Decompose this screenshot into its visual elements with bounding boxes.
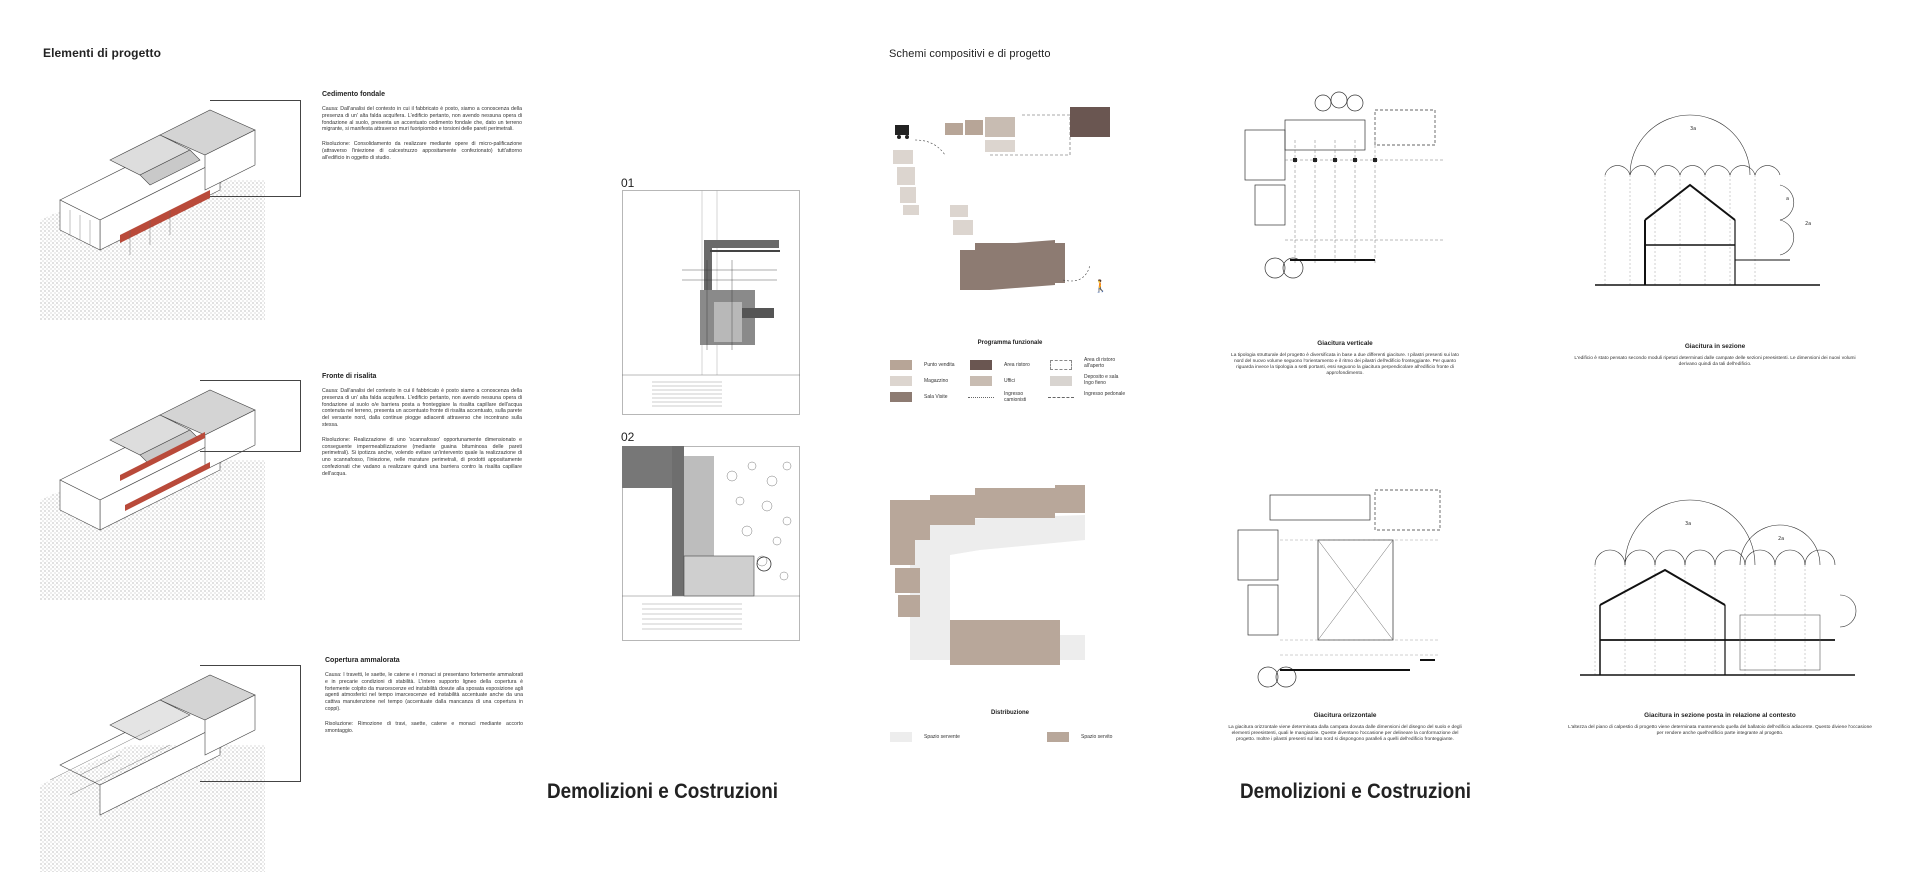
axonometric-drawing-3 bbox=[40, 674, 265, 872]
item-copertura: Copertura ammalorata Causa: I travetti, … bbox=[325, 657, 523, 734]
leader-line-2 bbox=[200, 380, 301, 452]
legend-label: Deposito e sala Ingo fieno bbox=[1084, 374, 1119, 386]
legend-label: Punto vendita bbox=[924, 362, 955, 368]
legend-label: Magazzino bbox=[924, 378, 949, 384]
item-fronte: Fronte di risalita Causa: Dall'analisi d… bbox=[322, 373, 522, 478]
legend-swatch bbox=[1050, 360, 1072, 370]
leader-line-1 bbox=[210, 100, 301, 197]
legend-line bbox=[968, 397, 994, 398]
item-cedimento: Cedimento fondale Causa: Dall'analisi de… bbox=[322, 91, 522, 162]
legend-1-title: Programma funzionale bbox=[977, 340, 1043, 346]
item-title: Fronte di risalita bbox=[322, 373, 377, 380]
item-cause: Causa: I travetti, le saette, le catene … bbox=[325, 672, 523, 712]
legend-1: Punto vendita Magazzino Sala Visite Area… bbox=[890, 357, 1160, 403]
axonometric-drawing-2 bbox=[40, 389, 265, 600]
legend-swatch bbox=[1050, 376, 1072, 386]
legend-label: Area di ristoro all'aperto bbox=[1084, 357, 1116, 369]
item-cause: Causa: Dall'analisi del contesto in cui … bbox=[322, 106, 522, 133]
construction-detail-02 bbox=[622, 446, 800, 641]
footer-title-right: Demolizioni e Costruzioni bbox=[1240, 780, 1472, 803]
caption-text: L'altezza del piano di calpestio di prog… bbox=[1568, 725, 1872, 736]
svg-text:🚶: 🚶 bbox=[1093, 279, 1108, 293]
site-plan-distribution bbox=[890, 485, 1085, 665]
item-title: Copertura ammalorata bbox=[325, 657, 400, 664]
detail-label-02: 02 bbox=[621, 430, 635, 444]
caption-text: La giacitura orizzontale viene determina… bbox=[1228, 725, 1462, 742]
legend-swatch bbox=[890, 376, 912, 386]
legend-swatch bbox=[970, 360, 992, 370]
item-title: Cedimento fondale bbox=[322, 91, 386, 98]
legend-label: Uffici bbox=[1004, 378, 1016, 384]
caption-4: Giacitura in sezione posta in relazione … bbox=[1565, 712, 1875, 737]
detail-label-01: 01 bbox=[621, 176, 635, 190]
legend-swatch bbox=[890, 392, 912, 402]
caption-3: Giacitura orizzontale La giacitura orizz… bbox=[1228, 712, 1462, 743]
legend-line bbox=[1048, 397, 1074, 398]
leader-line-3 bbox=[200, 665, 301, 782]
section-label: 3a bbox=[1685, 521, 1691, 527]
legend-2-title: Distribuzione bbox=[990, 710, 1029, 716]
item-solution: Risoluzione: Consolidamento da realizzar… bbox=[322, 141, 522, 161]
left-panel-heading: Elementi di progetto bbox=[43, 46, 162, 60]
legend-label-servente: Spazio servente bbox=[924, 734, 960, 740]
caption-1: Giacitura verticale La tipologia struttu… bbox=[1230, 340, 1460, 377]
legend-swatch bbox=[970, 376, 992, 386]
caption-title: Giacitura in sezione posta in relazione … bbox=[1644, 712, 1796, 719]
schemes-heading: Schemi compositivi e di progetto bbox=[889, 48, 1051, 60]
legend-label: Ingresso pedonale bbox=[1084, 391, 1126, 397]
section-label: 2a bbox=[1778, 536, 1784, 542]
caption-title: Giacitura in sezione bbox=[1684, 343, 1746, 350]
section-diagram-1: 3a 2a a bbox=[1595, 114, 1820, 286]
legend-label: Area ristoro bbox=[1004, 362, 1030, 368]
footer-title-left: Demolizioni e Costruzioni bbox=[547, 780, 779, 803]
site-plan-function: 🚶 bbox=[893, 107, 1110, 293]
caption-2: Giacitura in sezione L'edificio è stato … bbox=[1570, 343, 1860, 368]
caption-title: Giacitura orizzontale bbox=[1313, 712, 1377, 719]
item-solution: Risoluzione: Realizzazione di uno 'scann… bbox=[322, 436, 522, 477]
axonometric-drawing-1 bbox=[40, 109, 265, 320]
section-diagram-2: 3a 2a bbox=[1580, 499, 1857, 676]
caption-text: La tipologia strutturale del progetto è … bbox=[1231, 353, 1459, 376]
legend-label: Ingresso camionisti bbox=[1004, 391, 1027, 403]
caption-title: Giacitura verticale bbox=[1317, 340, 1373, 347]
legend-label: Sala Visite bbox=[924, 394, 948, 400]
plan-horizontal-grid bbox=[1237, 489, 1441, 688]
caption-text: L'edificio è stato pensato secondo modul… bbox=[1574, 356, 1856, 367]
construction-detail-01 bbox=[622, 190, 800, 415]
section-label: 2a bbox=[1805, 221, 1811, 227]
legend-swatch-servente bbox=[890, 732, 912, 742]
item-cause: Causa: Dall'analisi del contesto in cui … bbox=[322, 388, 522, 428]
legend-label-servito: Spazio servito bbox=[1081, 734, 1113, 740]
item-solution: Risoluzione: Rimozione di travi, saette,… bbox=[325, 720, 523, 734]
legend-swatch bbox=[890, 360, 912, 370]
section-label: 3a bbox=[1690, 126, 1696, 132]
section-label: a bbox=[1786, 196, 1789, 202]
legend-swatch-servito bbox=[1047, 732, 1069, 742]
plan-vertical-grid bbox=[1244, 91, 1445, 279]
